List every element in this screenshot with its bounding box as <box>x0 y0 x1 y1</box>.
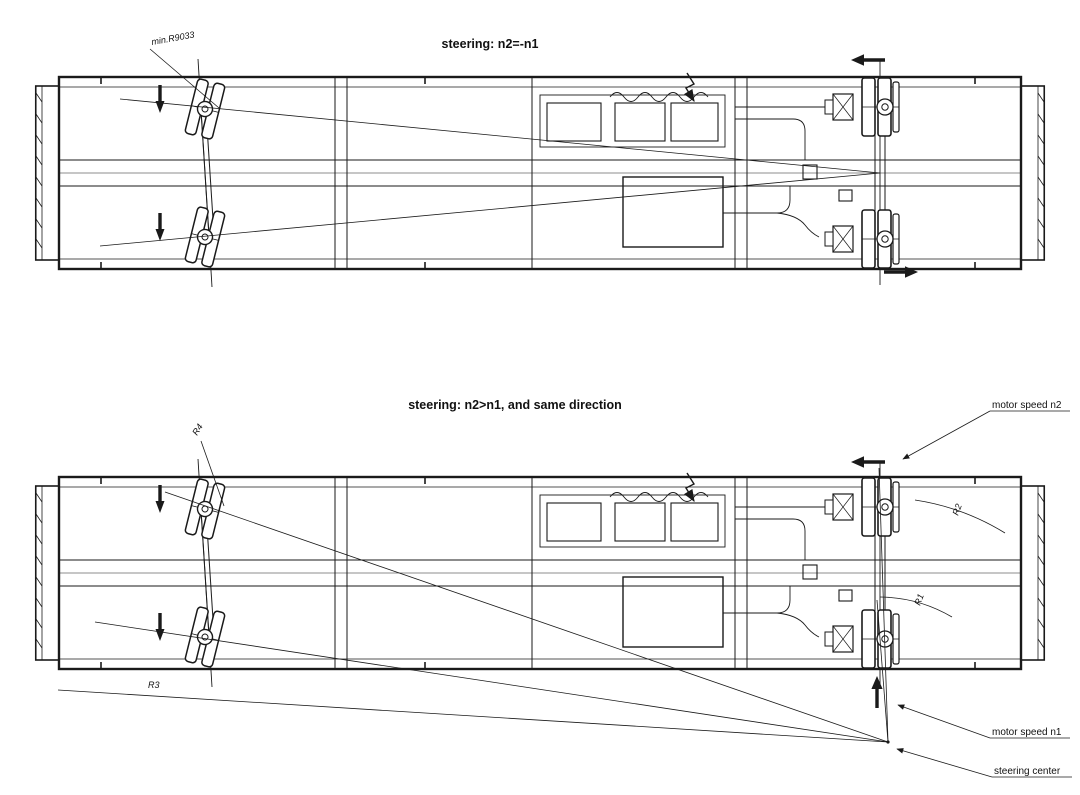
motor-speed-n2-label: motor speed n2 <box>992 400 1062 411</box>
steering-center-point <box>886 740 890 744</box>
r3-label: R3 <box>148 680 160 690</box>
radius-line-rear-top <box>878 467 889 743</box>
steer-radius-line <box>99 172 881 247</box>
chassis-top-view-1 <box>36 59 1045 287</box>
bottom-title: steering: n2>n1, and same direction <box>408 398 622 412</box>
r2-label: R2 <box>950 502 963 516</box>
motor-speed-n1-label: motor speed n1 <box>992 727 1062 738</box>
steer-radius-line <box>119 98 881 174</box>
motor-speed-n2-leader <box>902 410 991 460</box>
radius-line-rear-bottom <box>876 599 889 743</box>
bottom-diagram-overlay: steering: n2>n1, and same direction R4 R… <box>57 398 1072 778</box>
top-title: steering: n2=-n1 <box>442 37 539 51</box>
r4-label: R4 <box>190 422 205 437</box>
radius-line-front-top <box>164 491 889 743</box>
radius-line-front-bottom <box>94 621 889 743</box>
rear-bottom-drive-arrow-icon <box>871 676 883 708</box>
chassis-top-view-2 <box>36 459 1045 687</box>
steering-center-label: steering center <box>994 766 1061 777</box>
top-diagram-overlay: steering: n2=-n1 min.R9033 <box>99 30 918 278</box>
r2-arc <box>914 499 1006 534</box>
rear-bottom-rotation-arrow-icon <box>884 266 918 278</box>
rear-top-drive-arrow-icon <box>851 456 885 468</box>
motor-speed-n1-leader <box>897 704 991 739</box>
r4-leader <box>200 440 225 507</box>
rear-top-rotation-arrow-icon <box>851 54 885 66</box>
radius-line-r3 <box>57 689 889 743</box>
min-radius-leader <box>149 48 220 109</box>
r1-label: R1 <box>912 592 925 606</box>
min-radius-label: min.R9033 <box>151 30 196 47</box>
r1-arc <box>879 596 953 618</box>
steering-center-leader <box>896 748 993 778</box>
